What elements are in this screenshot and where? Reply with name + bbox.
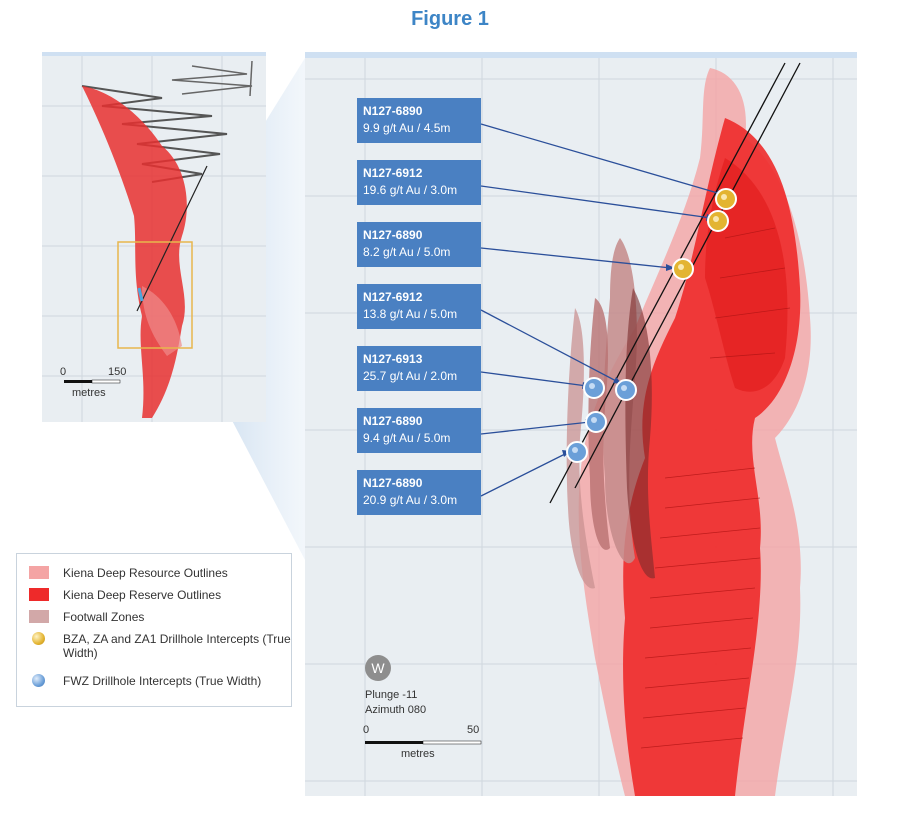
drillhole-id: N127-6912: [363, 290, 423, 304]
blue-dot-icon: [32, 674, 45, 687]
intercept-callout: N127-6912 13.8 g/t Au / 5.0m: [357, 284, 481, 329]
inset-scale-end: 150: [108, 366, 127, 378]
intercept-grade: 20.9 g/t Au / 3.0m: [363, 493, 458, 507]
drillhole-id: N127-6890: [363, 414, 423, 428]
gold-dot-icon: [32, 632, 45, 645]
intercept-grade: 25.7 g/t Au / 2.0m: [363, 369, 458, 383]
intercept-grade: 19.6 g/t Au / 3.0m: [363, 183, 458, 197]
zoom-box: [117, 241, 193, 349]
intercept-callout: N127-6890 8.2 g/t Au / 5.0m: [357, 222, 481, 267]
footwall-swatch-icon: [29, 610, 49, 623]
drillhole-id: N127-6890: [363, 104, 423, 118]
inset-scale-unit: metres: [72, 387, 106, 399]
overview-section: [42, 56, 266, 422]
drillhole-id: N127-6913: [363, 352, 423, 366]
reserve-swatch-icon: [29, 588, 49, 601]
main-scale-start: 0: [363, 724, 370, 736]
view-orientation: Plunge -11 Azimuth 080: [365, 688, 426, 718]
intercept-callout: N127-6890 9.4 g/t Au / 5.0m: [357, 408, 481, 453]
inset-scale-start: 0: [60, 366, 67, 378]
main-scale-unit: metres: [401, 748, 435, 760]
drillhole-id: N127-6912: [363, 166, 423, 180]
intercept-callout: N127-6890 9.9 g/t Au / 4.5m: [357, 98, 481, 143]
intercept-callout: N127-6890 20.9 g/t Au / 3.0m: [357, 470, 481, 515]
overview-inset: 0 150 metres: [42, 52, 266, 422]
intercept-callout: N127-6913 25.7 g/t Au / 2.0m: [357, 346, 481, 391]
compass-west-icon: W: [365, 655, 391, 681]
drillhole-id: N127-6890: [363, 476, 423, 490]
intercept-grade: 13.8 g/t Au / 5.0m: [363, 307, 458, 321]
drillhole-id: N127-6890: [363, 228, 423, 242]
resource-swatch-icon: [29, 566, 49, 579]
section-view: N127-6890 9.9 g/t Au / 4.5m N127-6912 19…: [305, 52, 857, 796]
intercept-callout: N127-6912 19.6 g/t Au / 3.0m: [357, 160, 481, 205]
orebody-outline: [82, 86, 187, 418]
intercept-grade: 9.4 g/t Au / 5.0m: [363, 431, 451, 445]
main-scale-end: 50: [467, 724, 480, 736]
plunge-label: Plunge -11: [365, 689, 418, 701]
legend: Kiena Deep Resource Outlines Kiena Deep …: [16, 553, 292, 707]
figure-title: Figure 1: [411, 8, 489, 30]
intercept-grade: 8.2 g/t Au / 5.0m: [363, 245, 451, 259]
fwz-intercept-markers: [566, 377, 637, 463]
intercept-grade: 9.9 g/t Au / 4.5m: [363, 121, 451, 135]
azimuth-label: Azimuth 080: [365, 704, 427, 716]
